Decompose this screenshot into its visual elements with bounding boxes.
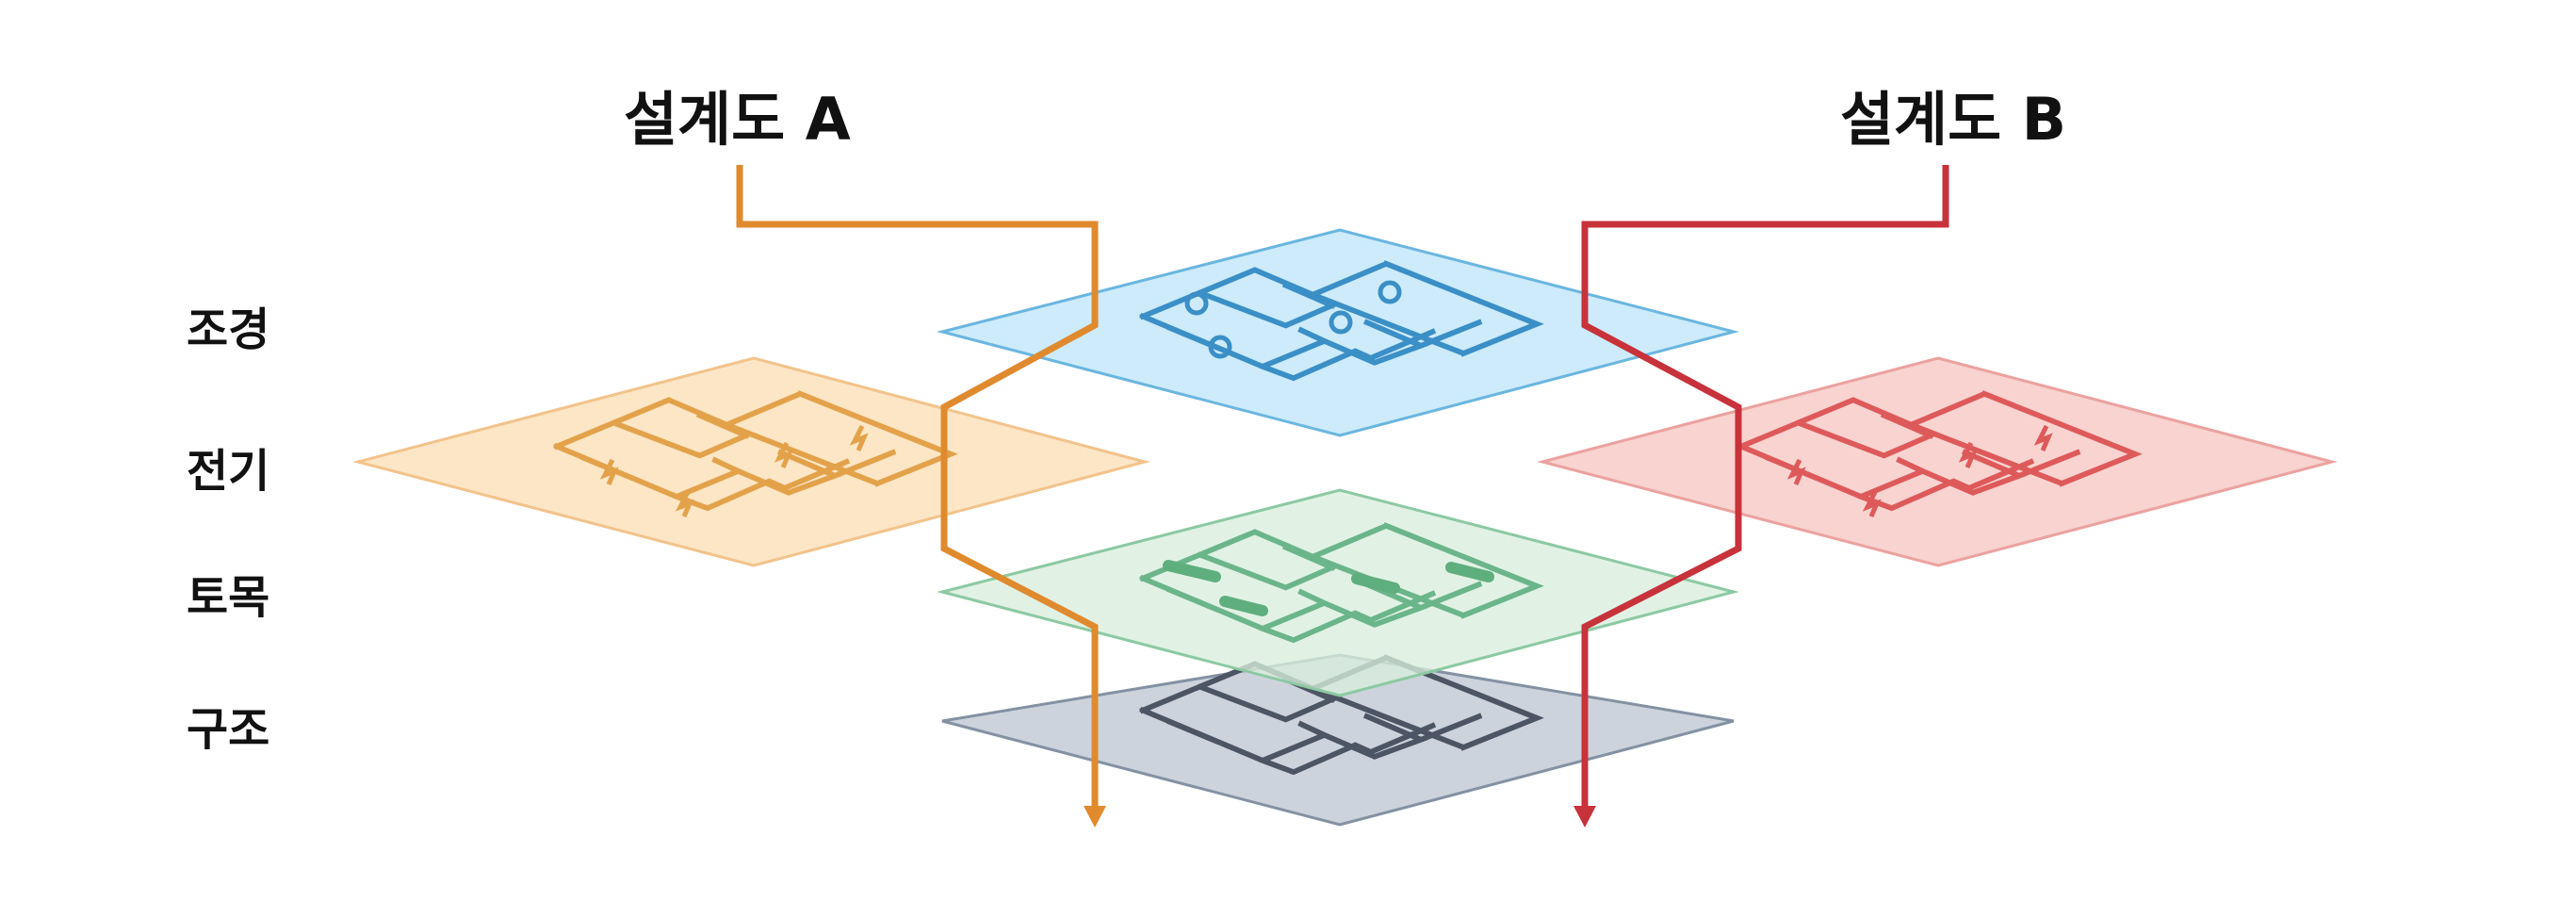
- landscape-layer: [937, 228, 1739, 437]
- design-a-path: [736, 165, 1106, 828]
- design-b-title: 설계도 B: [1840, 85, 2066, 154]
- electrical-layer-b: [1537, 356, 2338, 567]
- electrical-layer-a: [352, 356, 1150, 567]
- layer-label-civil: 토목: [187, 571, 269, 624]
- civil-layer: [937, 488, 1739, 697]
- design-a-title: 설계도 A: [624, 85, 851, 154]
- structure-layer: [941, 653, 1735, 827]
- layer-label-structure: 구조: [187, 703, 269, 756]
- design-b-path: [1573, 165, 1949, 828]
- layer-label-electrical: 전기: [187, 445, 269, 498]
- design-a-arrowhead: [1084, 806, 1106, 828]
- design-b-arrowhead: [1573, 806, 1596, 828]
- layer-label-landscape: 조경: [187, 303, 269, 356]
